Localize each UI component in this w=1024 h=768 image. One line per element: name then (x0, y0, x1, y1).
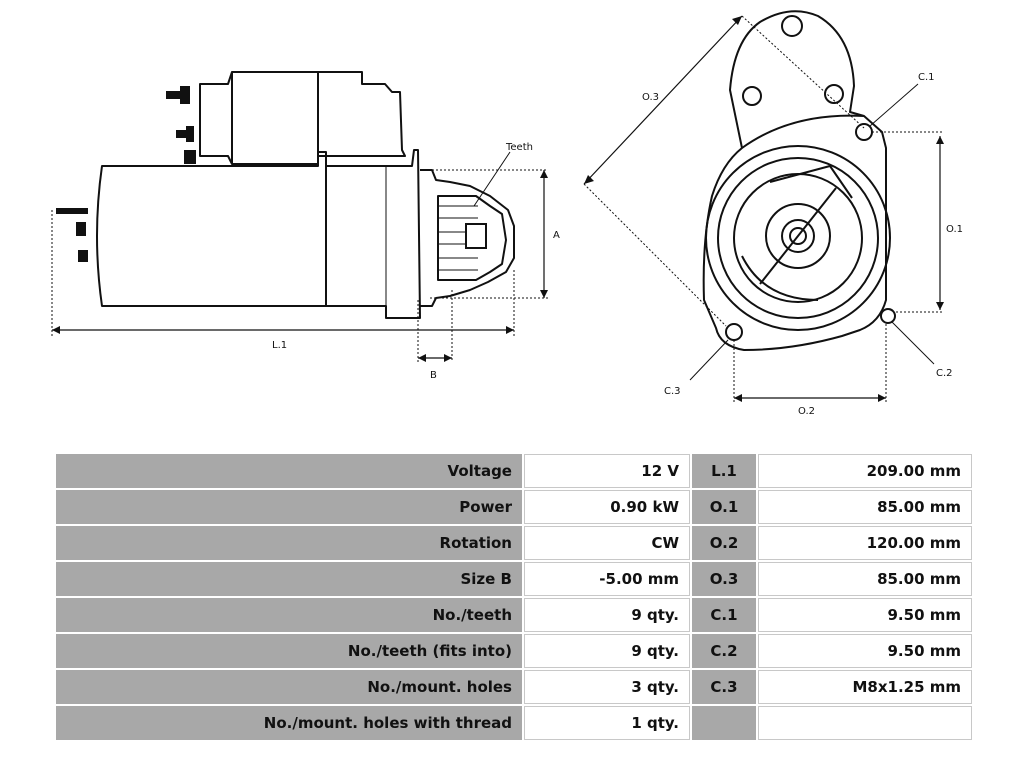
dimension-value: 209.00 mm (758, 454, 972, 488)
table-row: No./mount. holes 3 qty. C.3 M8x1.25 mm (56, 670, 972, 704)
teeth-label: Teeth (505, 142, 533, 153)
front-view: O.1 O.2 O.3 C.1 C.2 C.3 (583, 10, 963, 417)
spec-name: Rotation (56, 526, 522, 560)
drive-nose (420, 169, 515, 307)
dimension-code: O.1 (692, 490, 756, 524)
dimension-code: C.3 (692, 670, 756, 704)
table-row: No./teeth 9 qty. C.1 9.50 mm (56, 598, 972, 632)
solenoid (199, 71, 406, 165)
dim-o3-label: O.3 (642, 92, 659, 103)
dimension-value (758, 706, 972, 740)
dimension-code: C.2 (692, 634, 756, 668)
spec-name: Size B (56, 562, 522, 596)
dimension-code: O.2 (692, 526, 756, 560)
spec-value: 9 qty. (524, 598, 690, 632)
spec-name: No./teeth (fits into) (56, 634, 522, 668)
dimension-code (692, 706, 756, 740)
spec-value: 3 qty. (524, 670, 690, 704)
dimension-code: O.3 (692, 562, 756, 596)
side-view: Teeth A L.1 B (51, 71, 560, 381)
housing-outer-ring (705, 145, 891, 331)
dimension-code: C.1 (692, 598, 756, 632)
dim-b-label: B (430, 370, 437, 381)
terminal-studs (166, 86, 196, 164)
spec-name: Power (56, 490, 522, 524)
spec-value: 9 qty. (524, 634, 690, 668)
table-row: Size B -5.00 mm O.3 85.00 mm (56, 562, 972, 596)
table-row: No./mount. holes with thread 1 qty. (56, 706, 972, 740)
dimension-value: 85.00 mm (758, 562, 972, 596)
dimension-code: L.1 (692, 454, 756, 488)
motor-housing (96, 149, 421, 319)
dim-a-label: A (553, 230, 560, 241)
dim-c1-label: C.1 (918, 72, 935, 83)
table-row: No./teeth (fits into) 9 qty. C.2 9.50 mm (56, 634, 972, 668)
dimension-value: 85.00 mm (758, 490, 972, 524)
dimension-value: 120.00 mm (758, 526, 972, 560)
spec-value: -5.00 mm (524, 562, 690, 596)
dimension-value: 9.50 mm (758, 598, 972, 632)
spec-value: CW (524, 526, 690, 560)
flange (702, 114, 887, 351)
table-row: Voltage 12 V L.1 209.00 mm (56, 454, 972, 488)
pinion (437, 195, 507, 281)
dim-o2-label: O.2 (798, 406, 815, 417)
spec-value: 0.90 kW (524, 490, 690, 524)
dim-c3-label: C.3 (664, 386, 681, 397)
table-row: Power 0.90 kW O.1 85.00 mm (56, 490, 972, 524)
mounting-lug (729, 10, 865, 149)
dimension-value: 9.50 mm (758, 634, 972, 668)
spec-value: 1 qty. (524, 706, 690, 740)
dim-o1-label: O.1 (946, 224, 963, 235)
dim-l1-label: L.1 (272, 340, 287, 351)
spec-name: No./mount. holes with thread (56, 706, 522, 740)
spec-name: No./mount. holes (56, 670, 522, 704)
starter-motor-drawing: Teeth A L.1 B (51, 10, 963, 417)
table-row: Rotation CW O.2 120.00 mm (56, 526, 972, 560)
specification-table: Voltage 12 V L.1 209.00 mm Power 0.90 kW… (54, 452, 974, 742)
spec-name: No./teeth (56, 598, 522, 632)
spec-name: Voltage (56, 454, 522, 488)
dim-c2-label: C.2 (936, 368, 953, 379)
spec-value: 12 V (524, 454, 690, 488)
dimension-value: M8x1.25 mm (758, 670, 972, 704)
